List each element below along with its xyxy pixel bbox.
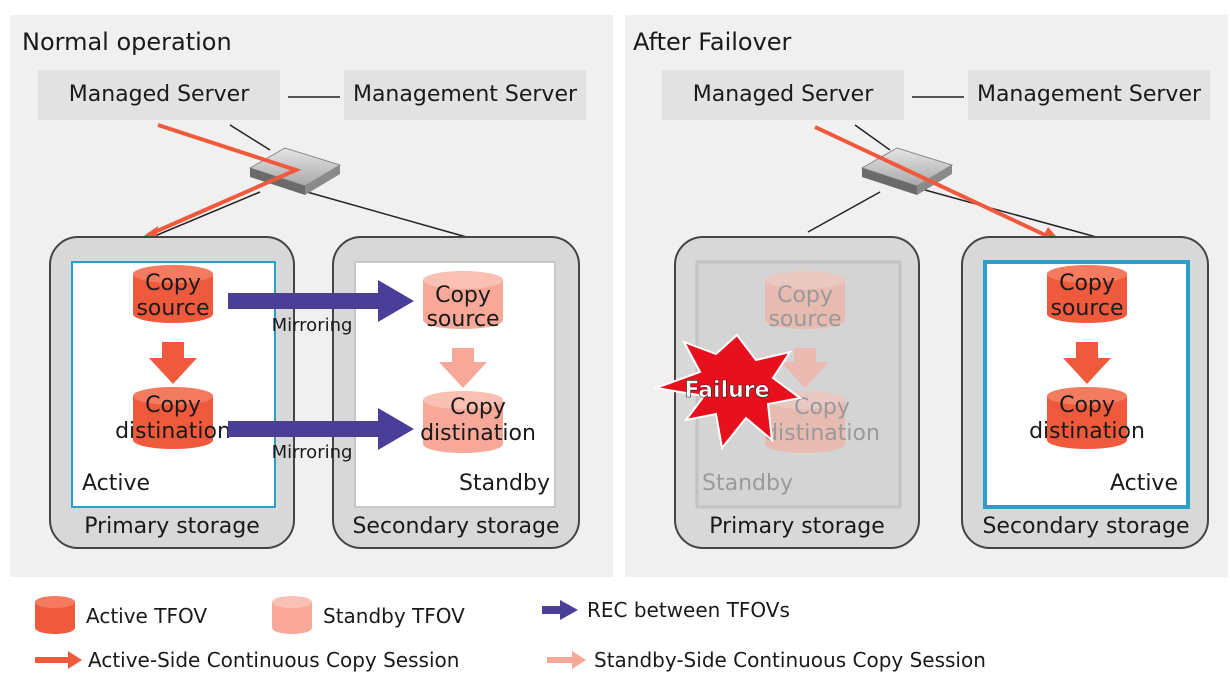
copy-source-line1: Copy — [435, 283, 491, 308]
mirroring-arrow — [228, 408, 414, 450]
panel-title: Normal operation — [22, 28, 232, 56]
copy-arrow-active — [149, 342, 197, 384]
copy-destination-line1: Copy — [794, 395, 850, 420]
legend-standby-tfov-label: Standby TFOV — [323, 604, 465, 628]
management-server-label: Management Server — [353, 82, 578, 107]
failure-burst-icon: Failure — [652, 333, 803, 451]
management-server-box — [968, 70, 1210, 120]
storage-name: Primary storage — [709, 514, 885, 539]
copy-destination-line2: distination — [1029, 419, 1145, 444]
legend-standby-session-label: Standby-Side Continuous Copy Session — [594, 648, 986, 672]
legend-active-tfov-label: Active TFOV — [86, 604, 207, 628]
active-tfov-icon — [35, 602, 75, 634]
active-session-arrow-icon — [35, 657, 71, 663]
legend-standby-session: Standby-Side Continuous Copy Session — [547, 648, 986, 672]
network-line — [854, 124, 891, 151]
network-line — [299, 189, 471, 239]
management-server-label: Management Server — [977, 82, 1202, 107]
standby-tfov-icon — [272, 602, 312, 634]
copy-destination-line2: distination — [420, 421, 536, 446]
storage-state: Standby — [459, 471, 550, 496]
standby-session-arrow-icon — [547, 657, 575, 663]
failure-label: Failure — [684, 378, 769, 403]
managed-server-label: Managed Server — [693, 82, 874, 107]
legend-active-session: Active-Side Continuous Copy Session — [35, 648, 459, 672]
legend-standby-tfov: Standby TFOV — [272, 596, 465, 634]
storage-name: Secondary storage — [982, 514, 1189, 539]
copy-source-line1: Copy — [1059, 271, 1115, 296]
panel-title: After Failover — [633, 28, 792, 56]
panel-normal-operation: Normal operation Managed Server Manageme… — [10, 15, 613, 577]
copy-source-cylinder: Copy source — [1047, 265, 1127, 323]
network-line — [229, 124, 271, 151]
legend-active-tfov: Active TFOV — [35, 596, 207, 634]
copy-source-line1: Copy — [777, 283, 833, 308]
copy-destination-line1: Copy — [1059, 393, 1115, 418]
panel-after-failover: After Failover Managed Server Management… — [625, 15, 1228, 577]
network-switch-icon — [248, 147, 342, 195]
copy-destination-line1: Copy — [145, 393, 201, 418]
copy-source-line2: source — [768, 307, 841, 332]
copy-source-cylinder: Copy source — [423, 271, 503, 332]
copy-arrow-standby — [781, 348, 829, 388]
management-server-box — [344, 70, 586, 120]
copy-destination-cylinder: Copy distination — [764, 391, 880, 453]
copy-destination-line2: distination — [764, 421, 880, 446]
copy-arrow-active — [1063, 342, 1111, 384]
copy-destination-cylinder: Copy distination — [115, 387, 231, 449]
copy-source-line1: Copy — [145, 271, 201, 296]
copy-source-cylinder: Copy source — [133, 265, 213, 323]
managed-server-box — [662, 70, 904, 120]
network-line — [807, 191, 881, 233]
storage-state: Active — [1110, 471, 1178, 496]
copy-source-line2: source — [136, 296, 209, 321]
network-line — [924, 189, 1101, 239]
rec-arrow-icon — [542, 606, 562, 614]
legend-rec-label: REC between TFOVs — [587, 598, 790, 622]
network-line — [149, 191, 261, 239]
mirroring-label: Mirroring — [272, 442, 353, 463]
copy-destination-line2: distination — [115, 419, 231, 444]
mirroring-arrow — [228, 280, 414, 322]
legend-active-session-label: Active-Side Continuous Copy Session — [88, 648, 459, 672]
copy-source-cylinder: Copy source — [765, 271, 845, 332]
copy-destination-line1: Copy — [450, 395, 506, 420]
storage-state: Active — [82, 471, 150, 496]
copy-destination-cylinder: Copy distination — [420, 391, 536, 453]
copy-destination-cylinder: Copy distination — [1029, 387, 1145, 449]
managed-server-label: Managed Server — [69, 82, 250, 107]
copy-arrow-standby — [439, 348, 487, 388]
managed-server-box — [38, 70, 280, 120]
mirroring-label: Mirroring — [272, 315, 353, 336]
copy-source-line2: source — [426, 307, 499, 332]
storage-name: Secondary storage — [352, 514, 559, 539]
copy-source-line2: source — [1050, 296, 1123, 321]
storage-name: Primary storage — [84, 514, 260, 539]
legend: Active TFOV Standby TFOV REC between TFO… — [35, 596, 986, 672]
legend-rec: REC between TFOVs — [542, 598, 790, 622]
storage-state: Standby — [702, 471, 793, 496]
